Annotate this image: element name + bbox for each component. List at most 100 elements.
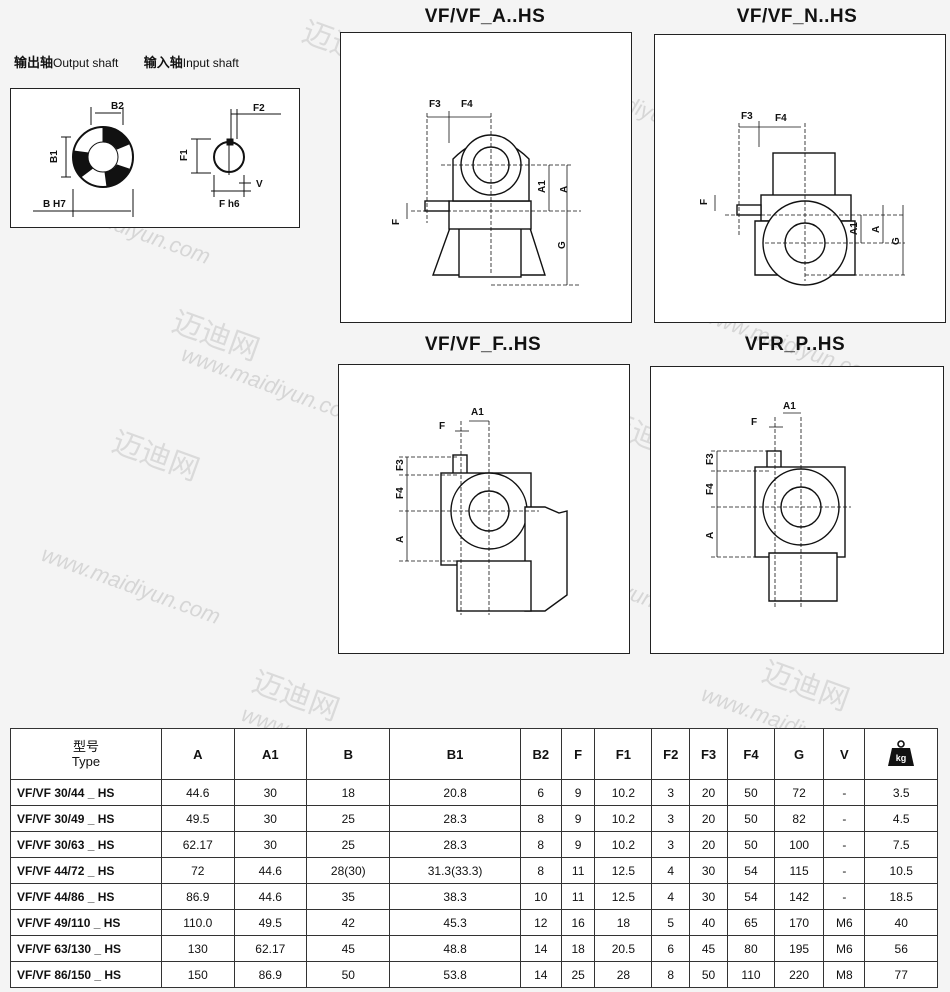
value-cell: 45.3 bbox=[389, 909, 521, 936]
header-a1: A1 bbox=[233, 728, 308, 780]
value-cell: 11 bbox=[560, 883, 596, 910]
value-cell: 115 bbox=[774, 857, 825, 884]
value-cell: 25 bbox=[560, 961, 596, 988]
value-cell: 20 bbox=[689, 779, 728, 806]
value-cell: 10 bbox=[519, 883, 562, 910]
header-f: F bbox=[560, 728, 596, 780]
value-cell: - bbox=[823, 831, 866, 858]
value-cell: 44.6 bbox=[233, 857, 308, 884]
value-cell: 10.2 bbox=[594, 805, 653, 832]
type-cell: VF/VF 49/110 _ HS bbox=[10, 909, 162, 936]
type-cell: VF/VF 44/72 _ HS bbox=[10, 857, 162, 884]
value-cell: 195 bbox=[774, 935, 825, 962]
value-cell: 30 bbox=[689, 857, 728, 884]
shaft-labels: 输出轴Output shaft 输入轴Input shaft bbox=[14, 52, 261, 71]
title-vf-f: VF/VF_F..HS bbox=[424, 334, 542, 355]
value-cell: 100 bbox=[774, 831, 825, 858]
value-cell: 3 bbox=[651, 779, 691, 806]
header-f2: F2 bbox=[651, 728, 691, 780]
value-cell: 8 bbox=[519, 831, 562, 858]
value-cell: 28.3 bbox=[389, 831, 521, 858]
value-cell: 20.5 bbox=[594, 935, 653, 962]
value-cell: 10.5 bbox=[864, 857, 938, 884]
value-cell: 42 bbox=[306, 909, 391, 936]
watermark-cn: 迈迪网 bbox=[248, 666, 344, 728]
dim-f3: F3 bbox=[741, 111, 753, 122]
header-g: G bbox=[774, 728, 825, 780]
value-cell: 170 bbox=[774, 909, 825, 936]
dim-f3: F3 bbox=[395, 459, 406, 471]
title-vf-n: VF/VF_N..HS bbox=[736, 6, 858, 27]
value-cell: 40 bbox=[689, 909, 728, 936]
value-cell: 14 bbox=[519, 935, 562, 962]
value-cell: 50 bbox=[689, 961, 728, 988]
value-cell: 12.5 bbox=[594, 857, 653, 884]
dim-v: V bbox=[256, 179, 263, 190]
dim-f: F bbox=[391, 219, 402, 225]
watermark-cn: 迈迪网 bbox=[758, 656, 854, 718]
header-weight: kg bbox=[864, 728, 938, 780]
dim-a: A bbox=[395, 536, 406, 543]
header-b2: B2 bbox=[519, 728, 562, 780]
dim-a: A bbox=[559, 186, 570, 193]
value-cell: 14 bbox=[519, 961, 562, 988]
value-cell: 80 bbox=[726, 935, 776, 962]
value-cell: 44.6 bbox=[161, 779, 235, 806]
value-cell: 62.17 bbox=[233, 935, 308, 962]
dim-f1: F1 bbox=[179, 149, 190, 161]
value-cell: 20 bbox=[689, 805, 728, 832]
value-cell: 72 bbox=[774, 779, 825, 806]
value-cell: 25 bbox=[306, 805, 391, 832]
type-cell: VF/VF 63/130 _ HS bbox=[10, 935, 162, 962]
value-cell: 16 bbox=[560, 909, 596, 936]
value-cell: 40 bbox=[864, 909, 938, 936]
value-cell: 44.6 bbox=[233, 883, 308, 910]
value-cell: 35 bbox=[306, 883, 391, 910]
value-cell: 8 bbox=[651, 961, 691, 988]
value-cell: 8 bbox=[519, 857, 562, 884]
dim-f: F bbox=[439, 421, 445, 432]
value-cell: 11 bbox=[560, 857, 596, 884]
header-f1: F1 bbox=[594, 728, 653, 780]
value-cell: 142 bbox=[774, 883, 825, 910]
value-cell: 25 bbox=[306, 831, 391, 858]
shaft-diagram: B2 B1 B H7 F2 F1 V F h6 bbox=[10, 88, 300, 228]
value-cell: - bbox=[823, 779, 866, 806]
dim-f3: F3 bbox=[429, 99, 441, 110]
value-cell: 65 bbox=[726, 909, 776, 936]
diagram-vf-a-drawing: F3 F4 A1 A F G bbox=[391, 99, 581, 286]
value-cell: M8 bbox=[823, 961, 866, 988]
value-cell: 7.5 bbox=[864, 831, 938, 858]
value-cell: 5 bbox=[651, 909, 691, 936]
dim-a1: A1 bbox=[537, 180, 548, 193]
value-cell: 150 bbox=[161, 961, 235, 988]
value-cell: 10.2 bbox=[594, 831, 653, 858]
dim-b2: B2 bbox=[111, 101, 124, 112]
weight-icon-label: kg bbox=[896, 753, 907, 763]
diagram-vfr-p: F A1 F3 F4 A bbox=[650, 366, 944, 654]
value-cell: 28(30) bbox=[306, 857, 391, 884]
value-cell: 130 bbox=[161, 935, 235, 962]
value-cell: 77 bbox=[864, 961, 938, 988]
header-b1: B1 bbox=[389, 728, 521, 780]
output-shaft-label: 输出轴Output shaft bbox=[14, 55, 119, 70]
dim-f: F bbox=[751, 417, 757, 428]
watermark-url: www.maidiyun.com bbox=[178, 341, 363, 429]
dim-a: A bbox=[705, 532, 716, 539]
value-cell: 53.8 bbox=[389, 961, 521, 988]
dim-b1: B1 bbox=[49, 150, 60, 163]
value-cell: 110.0 bbox=[161, 909, 235, 936]
shaft-diagram-drawing: B2 B1 B H7 F2 F1 V F h6 bbox=[33, 101, 281, 217]
value-cell: 3.5 bbox=[864, 779, 938, 806]
dim-g: G bbox=[557, 241, 568, 249]
value-cell: 9 bbox=[560, 831, 596, 858]
header-a: A bbox=[161, 728, 235, 780]
